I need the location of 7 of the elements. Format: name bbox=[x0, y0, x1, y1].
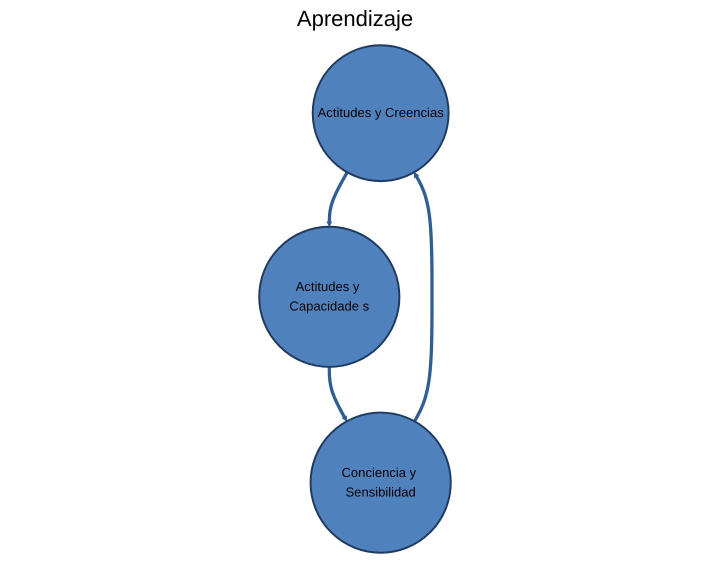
arrow bbox=[413, 172, 434, 422]
node-circle: Actitudes y Capacidade s bbox=[258, 226, 400, 368]
node-circle: Actitudes y Creencias bbox=[312, 44, 450, 182]
node-circle: Conciencia y Sensibilidad bbox=[310, 412, 452, 554]
center-label: Aprendizaje bbox=[296, 6, 414, 32]
arrow bbox=[328, 366, 348, 422]
arrow bbox=[326, 172, 349, 228]
